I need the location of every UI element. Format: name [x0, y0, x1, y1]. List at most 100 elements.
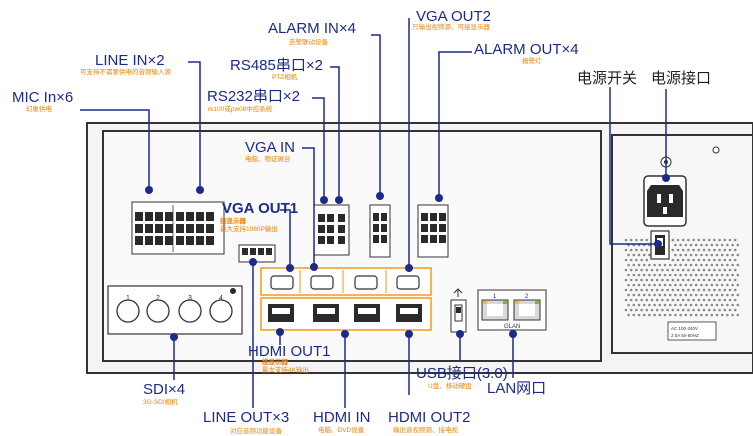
vent-hole: [700, 284, 703, 287]
alarm-out-title: ALARM OUT×4: [474, 42, 579, 57]
vent-hole: [685, 274, 688, 277]
vent-hole: [679, 304, 682, 307]
vent-hole: [661, 289, 664, 292]
vent-hole: [695, 244, 698, 247]
vent-hole: [648, 254, 651, 257]
vent-hole: [672, 269, 675, 272]
vent-hole: [734, 259, 737, 262]
hdmi-in-title: HDMI IN: [313, 410, 371, 425]
vent-hole: [692, 249, 695, 252]
vent-hole: [666, 279, 669, 282]
vent-hole: [643, 314, 646, 317]
hdmi-out1-sub2: 最大支持4K输出: [262, 368, 309, 375]
vent-hole: [625, 299, 628, 302]
vent-hole: [677, 299, 680, 302]
sdi-sub: 3G-SDI相机: [143, 400, 178, 407]
vent-hole: [646, 309, 649, 312]
vent-hole: [705, 254, 708, 257]
vent-hole: [705, 294, 708, 297]
hdmi-out2-sub: 输出音视频源、接电视: [393, 428, 458, 435]
vent-hole: [672, 289, 675, 292]
power-port-title: 电源接口: [651, 71, 711, 86]
vent-hole: [666, 309, 669, 312]
vent-hole: [711, 284, 714, 287]
vent-hole: [708, 289, 711, 292]
usb-title: USB接口(3.0): [416, 366, 508, 381]
vent-hole: [627, 314, 630, 317]
vent-hole: [737, 264, 740, 267]
vent-hole: [635, 259, 638, 262]
sdi-number: 4: [219, 295, 223, 302]
vent-hole: [653, 314, 656, 317]
vent-hole: [679, 274, 682, 277]
vent-hole: [674, 244, 677, 247]
vent-hole: [627, 274, 630, 277]
vent-hole: [682, 269, 685, 272]
vent-hole: [687, 279, 690, 282]
vent-hole: [690, 314, 693, 317]
vent-hole: [729, 299, 732, 302]
vga-out1-sub2: 最大支持1080P输出: [220, 227, 278, 234]
vent-hole: [635, 239, 638, 242]
vent-hole: [659, 274, 662, 277]
vent-hole: [679, 254, 682, 257]
vent-hole: [708, 269, 711, 272]
vent-hole: [700, 294, 703, 297]
vent-hole: [625, 249, 628, 252]
vent-hole: [633, 254, 636, 257]
vent-hole: [718, 269, 721, 272]
vent-hole: [640, 289, 643, 292]
vent-hole: [633, 294, 636, 297]
vent-hole: [635, 249, 638, 252]
vent-hole: [731, 304, 734, 307]
vent-hole: [664, 264, 667, 267]
vent-hole: [674, 314, 677, 317]
vent-hole: [721, 274, 724, 277]
sdi-number: 1: [126, 295, 130, 302]
vent-hole: [716, 304, 719, 307]
vent-hole: [716, 274, 719, 277]
vent-hole: [737, 254, 740, 257]
vent-hole: [651, 309, 654, 312]
vent-hole: [713, 309, 716, 312]
vent-hole: [726, 304, 729, 307]
vent-hole: [698, 289, 701, 292]
vent-hole: [716, 264, 719, 267]
vent-hole: [729, 239, 732, 242]
vga-in-title: VGA IN: [245, 140, 295, 155]
vent-hole: [640, 309, 643, 312]
mic-in-sub: 幻象供电: [26, 107, 52, 114]
vent-hole: [635, 279, 638, 282]
vent-hole: [708, 239, 711, 242]
vent-hole: [669, 284, 672, 287]
vent-hole: [700, 254, 703, 257]
vent-hole: [711, 314, 714, 317]
vent-hole: [687, 289, 690, 292]
vent-hole: [698, 279, 701, 282]
vent-hole: [682, 279, 685, 282]
vent-hole: [708, 299, 711, 302]
vent-hole: [713, 249, 716, 252]
vent-hole: [729, 279, 732, 282]
vent-hole: [682, 299, 685, 302]
vent-hole: [690, 284, 693, 287]
vent-hole: [646, 249, 649, 252]
alarm-in-sub: 告警联动设备: [289, 40, 328, 47]
vent-hole: [633, 264, 636, 267]
vent-hole: [648, 314, 651, 317]
vent-hole: [721, 244, 724, 247]
vent-hole: [726, 254, 729, 257]
vent-hole: [726, 284, 729, 287]
vent-hole: [679, 314, 682, 317]
vent-hole: [711, 244, 714, 247]
vent-hole: [695, 264, 698, 267]
vent-hole: [695, 254, 698, 257]
vent-hole: [625, 309, 628, 312]
vent-hole: [677, 259, 680, 262]
vent-hole: [695, 314, 698, 317]
vent-hole: [690, 244, 693, 247]
vent-hole: [698, 259, 701, 262]
vent-hole: [734, 249, 737, 252]
sdi-number: 2: [156, 295, 160, 302]
vent-hole: [666, 299, 669, 302]
